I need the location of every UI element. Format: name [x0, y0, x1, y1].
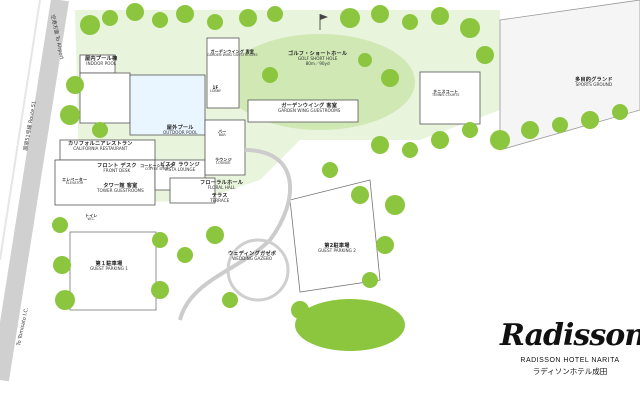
- hotel-name-jp: ラディソンホテル成田: [532, 367, 608, 376]
- parking1-en: GUEST PARKING 1: [90, 266, 128, 272]
- tower-jp: タワー館 客室: [103, 183, 138, 189]
- golf-en: GOLF SHORT HOLE: [297, 56, 338, 62]
- tower-label: タワー館 客室 TOWER GUESTROOMS: [97, 183, 144, 194]
- elevator-en: ELEVATOR: [65, 181, 84, 186]
- walkway: [178, 148, 292, 321]
- wc-label: トイレ W.C.: [85, 213, 98, 222]
- sports-ground-en: SPORTS GROUND: [575, 82, 613, 88]
- golf-label: ゴルフ・ショートホール GOLF SHORT HOLE 80m／90yd: [288, 51, 348, 66]
- radisson-logo: Radisson: [500, 318, 640, 353]
- lounge-en: LOUNGE: [216, 161, 231, 166]
- floral-label: フローラルホール FLORAL HALL: [200, 180, 244, 191]
- wedding-label: ウェディングガゼボ WEDDING GAZEBO: [228, 251, 277, 262]
- vista-label: ビスタ ラウンジ VISTA LOUNGE: [160, 162, 200, 173]
- wc-jp: トイレ: [85, 213, 98, 218]
- garden-wing-mid-en: GARDEN WING GUESTROOMS: [278, 108, 341, 114]
- sports-ground: [499, 0, 640, 151]
- tennis-en: TENNIS COURTS: [432, 93, 460, 98]
- garden-wing-top: [206, 37, 240, 109]
- garden-wing-top-en: GARDEN WING GUESTROOMS: [207, 53, 258, 58]
- indoor-pool-hall: [79, 72, 131, 124]
- outdoor-pool-jp: 屋外プール: [166, 125, 194, 131]
- tower-en: TOWER GUESTROOMS: [97, 188, 144, 194]
- garden-wing-mid: [247, 99, 359, 123]
- bar-en: BAR: [218, 133, 226, 138]
- garden-wing-mid-label: ガーデンウイング 客室 GARDEN WING GUESTROOMS: [278, 103, 341, 114]
- floral-bldg: [169, 177, 216, 204]
- floral-jp: フローラルホール: [200, 180, 244, 186]
- tower-bldg: [54, 159, 156, 206]
- lounge-label: ラウンジ LOUNGE: [215, 157, 232, 166]
- floral-en: FLORAL HALL: [207, 185, 236, 191]
- tree-grove: [295, 299, 405, 351]
- california-label: カリフォルニアレストラン CALIFORNIA RESTAURANT: [68, 141, 133, 152]
- sports-ground-jp: 多目的グランド: [575, 77, 613, 83]
- tennis-courts: [419, 71, 481, 125]
- tennis-jp: テニスコート: [433, 89, 459, 94]
- front-desk-label: フロント デスク FRONT DESK: [97, 163, 137, 174]
- terrace-label: テラス TERRACE: [210, 193, 230, 204]
- vista-en: VISTA LOUNGE: [164, 167, 196, 173]
- outdoor-pool: [129, 74, 206, 136]
- parking-2: [289, 179, 381, 293]
- parking2-en: GUEST PARKING 2: [318, 248, 356, 254]
- brand-block: Radisson RADISSON HOTEL NARITA ラディソンホテル成…: [500, 318, 640, 377]
- terrace-jp: テラス: [211, 193, 228, 199]
- wc-en: W.C.: [87, 217, 96, 222]
- coffee-jp: コーヒーショップ: [140, 163, 174, 168]
- coffee-en: COFFEE SHOP: [144, 167, 169, 172]
- front-desk-jp: フロント デスク: [97, 163, 137, 169]
- hotel-name-en: RADISSON HOTEL NARITA: [520, 357, 620, 364]
- lobby-1f-label: 1F LOBBY: [210, 85, 221, 94]
- parking1-label: 第１駐車場 GUEST PARKING 1: [90, 261, 128, 272]
- wedding-jp: ウェディングガゼボ: [228, 251, 277, 257]
- parking2-label: 第2駐車場 GUEST PARKING 2: [318, 243, 356, 254]
- front-desk-en: FRONT DESK: [103, 168, 131, 174]
- outdoor-pool-en: OUTDOOR POOL: [163, 130, 198, 136]
- bar-label: バー BAR: [218, 129, 227, 138]
- lobby-1f-jp: 1F: [212, 85, 219, 90]
- terrace-en: TERRACE: [210, 198, 230, 204]
- indoor-pool-jp: 屋内プール棟: [85, 56, 118, 62]
- garden-wing-mid-jp: ガーデンウイング 客室: [281, 103, 338, 109]
- gazebo-path: [226, 238, 290, 302]
- outdoor-pool-label: 屋外プール OUTDOOR POOL: [163, 125, 198, 136]
- indoor-pool-en: INDOOR POOL: [86, 61, 117, 67]
- california-jp: カリフォルニアレストラン: [68, 141, 133, 147]
- road-edge: [0, 0, 41, 261]
- elevator-jp: エレベーター: [62, 177, 88, 182]
- coffee-label: コーヒーショップ COFFEE SHOP: [140, 163, 174, 172]
- lobby-bldg: [204, 119, 246, 176]
- lounge-jp: ラウンジ: [215, 157, 232, 162]
- vista-jp: ビスタ ラウンジ: [160, 162, 200, 168]
- indoor-pool-label: 屋内プール棟 INDOOR POOL: [85, 56, 118, 67]
- bar-jp: バー: [218, 129, 227, 134]
- garden-wing-top-label: ガーデンウイング 客室 GARDEN WING GUESTROOMS: [207, 49, 258, 58]
- golf-extra: 80m／90yd: [305, 60, 330, 66]
- parking2-jp: 第2駐車場: [324, 243, 350, 249]
- garden-wing-top-jp: ガーデンウイング 客室: [210, 49, 255, 54]
- lobby-1f-en: LOBBY: [210, 89, 221, 94]
- tennis-label: テニスコート TENNIS COURTS: [432, 89, 460, 98]
- wedding-en: WEDDING GAZEBO: [232, 256, 273, 262]
- trees: [52, 3, 628, 319]
- golf-flag: [320, 14, 328, 20]
- route-51-road: [0, 0, 69, 382]
- sports-ground-label: 多目的グランド SPORTS GROUND: [575, 77, 613, 88]
- parking1-jp: 第１駐車場: [95, 261, 123, 267]
- golf-jp: ゴルフ・ショートホール: [288, 51, 348, 57]
- california-en: CALIFORNIA RESTAURANT: [73, 146, 128, 152]
- elevator-label: エレベーター ELEVATOR: [62, 177, 88, 186]
- parking-1: [69, 231, 157, 311]
